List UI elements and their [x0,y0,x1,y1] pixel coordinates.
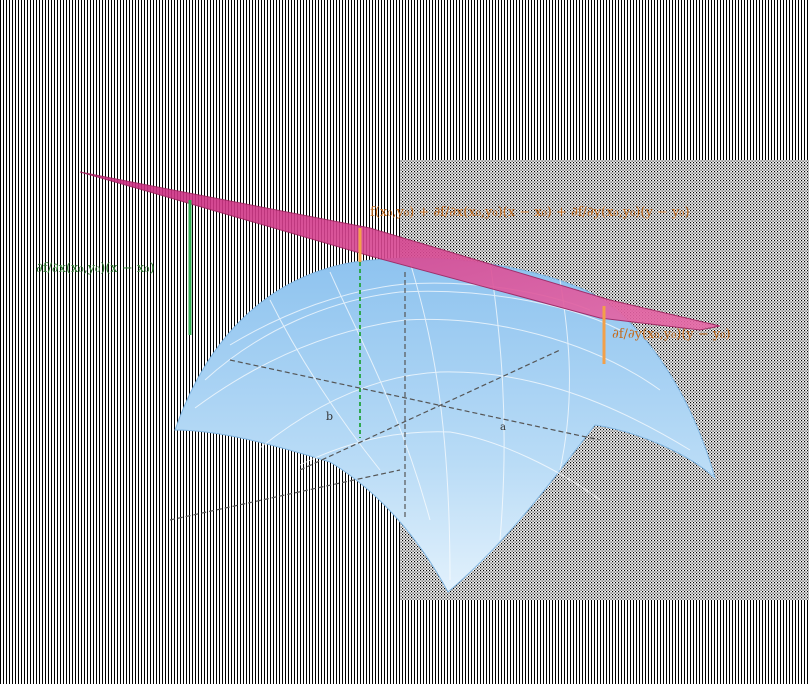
surface: b a [169,257,716,593]
plane-equation-label: f(x₀,y₀) + ∂f/∂x(x₀,y₀)(x − x₀) + ∂f/∂y(… [370,205,690,220]
surface-body [174,257,716,593]
axes [169,272,601,521]
surface-grid [194,261,691,581]
point-b-label: b [326,410,333,423]
left-term-label: ∂f/∂x(x₀,y₀)(x − x₀) [36,261,155,276]
plane-body [79,171,721,331]
point-a-label: a [500,422,506,433]
right-term-label: ∂f/∂y(x₀,y₀)(y − y₀) [612,327,731,342]
tangent-plane [79,171,721,331]
